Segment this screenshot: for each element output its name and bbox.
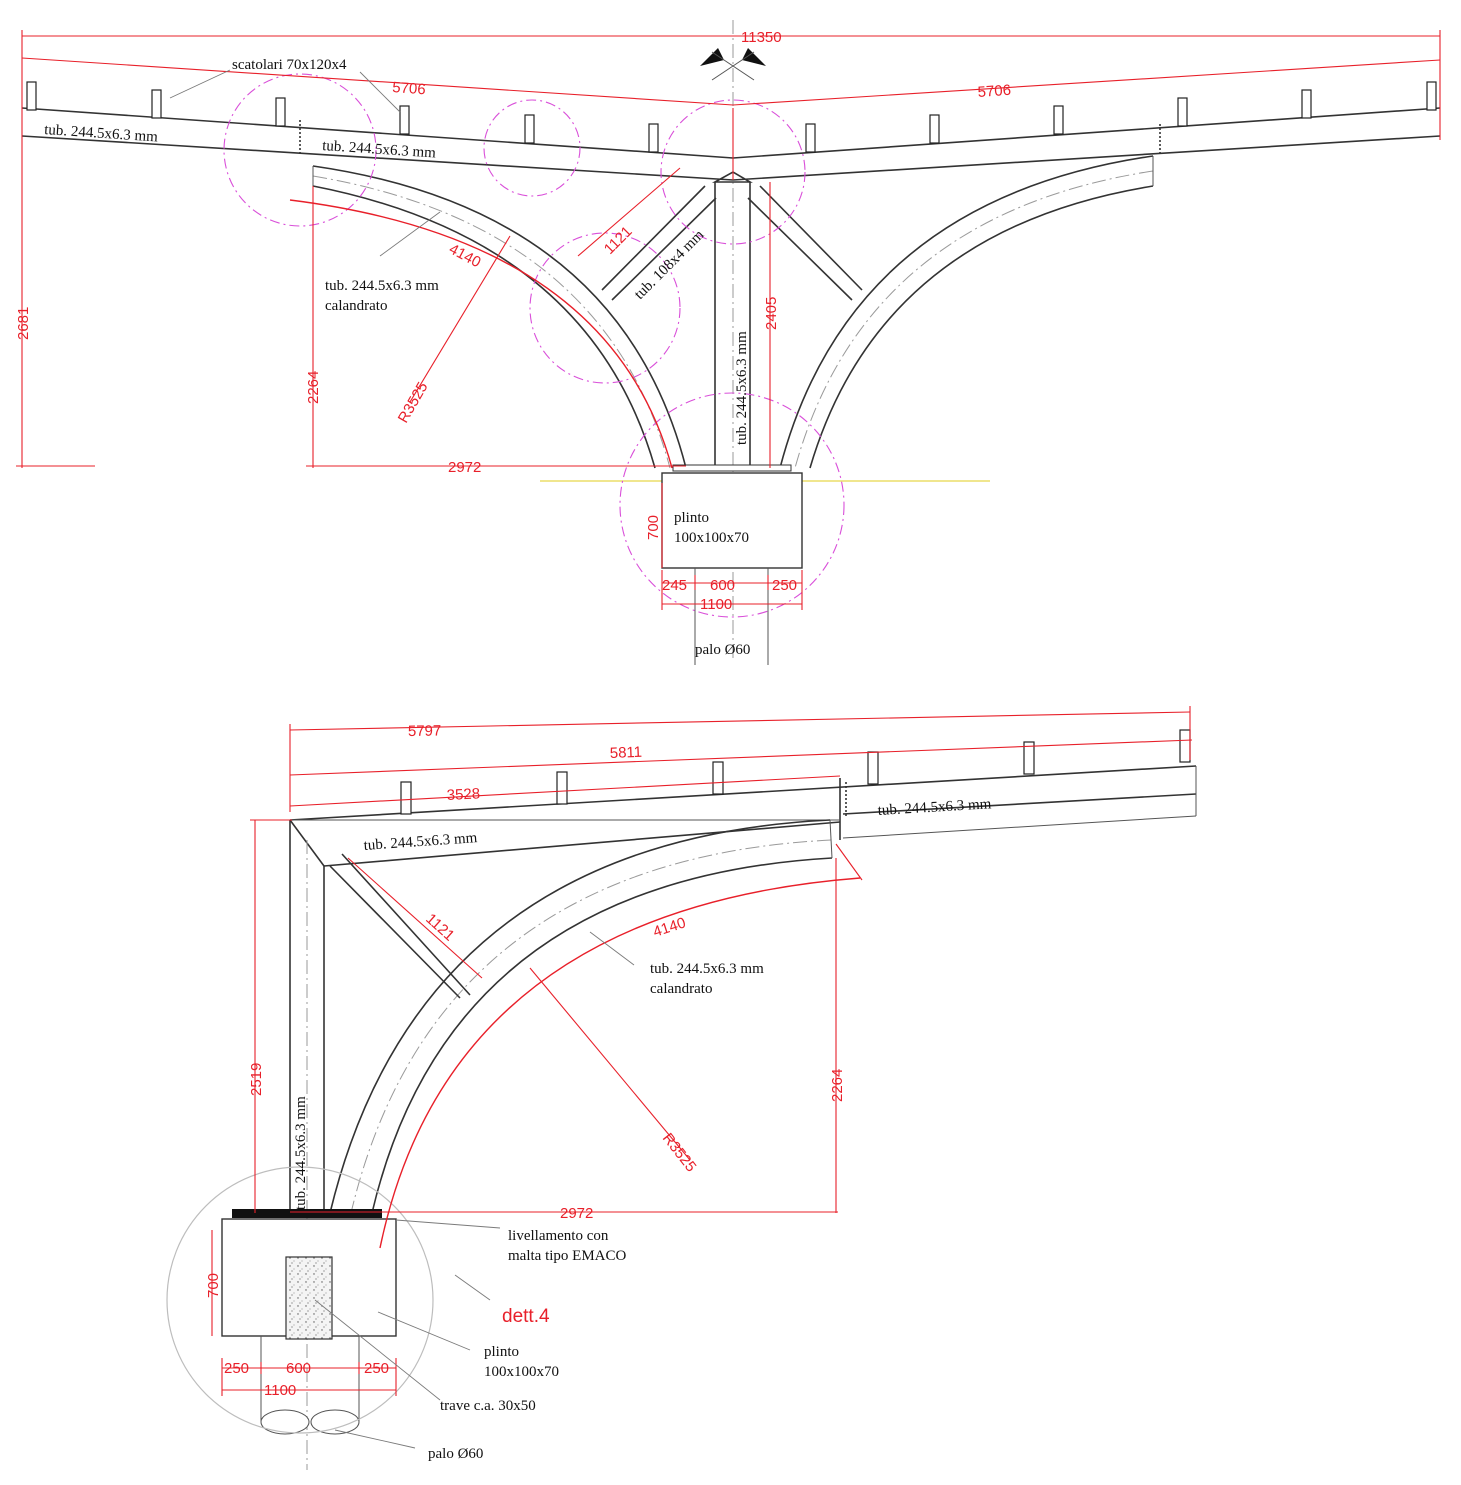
leaders-top bbox=[169, 69, 441, 257]
label-tub-calandrato-b1: tub. 244.5x6.3 mm bbox=[650, 961, 764, 977]
dims-top bbox=[16, 30, 1441, 610]
dim-arc-length-b: 4140 bbox=[651, 914, 688, 940]
dim-brace-length-b: 1121 bbox=[422, 910, 457, 944]
label-livellamento-2: malta tipo EMACO bbox=[508, 1248, 626, 1264]
dim-radius: R3525 bbox=[395, 379, 432, 426]
detail-circles-top bbox=[223, 73, 845, 618]
leaders-bottom bbox=[314, 931, 635, 1449]
brace-bottom bbox=[329, 853, 471, 999]
label-tub-calandrato-2: calandrato bbox=[325, 298, 387, 314]
label-tub-brace: tub. 108x4 mm bbox=[632, 227, 708, 303]
dim-plinth-left-b: 250 bbox=[224, 1360, 249, 1377]
dim-overall-width: 11350 bbox=[741, 29, 782, 46]
brace-left bbox=[601, 185, 717, 301]
label-plinto-b2: 100x100x70 bbox=[484, 1364, 559, 1380]
dim-plinth-depth: 700 bbox=[645, 515, 662, 540]
arch-left bbox=[312, 165, 687, 469]
dim-beam-length: 5811 bbox=[609, 744, 642, 762]
dim-plinth-right-b: 250 bbox=[364, 1360, 389, 1377]
dim-radius-b: R3525 bbox=[659, 1130, 700, 1175]
dim-arch-span: 2972 bbox=[448, 459, 481, 476]
base-top bbox=[540, 464, 990, 665]
arch-right bbox=[779, 155, 1154, 469]
label-plinto-1: plinto bbox=[674, 510, 709, 526]
label-tub-beam: tub. 244.5x6.3 mm bbox=[363, 830, 478, 854]
label-dett: dett.4 bbox=[502, 1306, 550, 1327]
dim-segment-length: 3528 bbox=[446, 785, 480, 804]
dim-plinth-mid-b: 600 bbox=[286, 1360, 311, 1377]
dim-column-height: 2405 bbox=[763, 297, 780, 330]
roof-beam-bottom bbox=[289, 765, 1197, 867]
brace-right bbox=[747, 185, 863, 301]
dim-total-height: 2681 bbox=[15, 307, 32, 340]
dim-arch-height: 2264 bbox=[305, 371, 322, 404]
arch-bottom bbox=[329, 819, 833, 1214]
label-tub-left: tub. 244.5x6.3 mm bbox=[44, 122, 159, 146]
dim-plinth-depth-b: 700 bbox=[205, 1273, 222, 1298]
dim-half-left: 5706 bbox=[392, 79, 426, 98]
dim-top-length: 5797 bbox=[408, 722, 442, 740]
label-livellamento-1: livellamento con bbox=[508, 1228, 609, 1244]
label-scatolari: scatolari 70x120x4 bbox=[232, 57, 347, 73]
dim-plinth-left: 245 bbox=[662, 577, 687, 594]
dim-half-right: 5706 bbox=[977, 82, 1011, 101]
label-tub-column-top: tub. 244.5x6.3 mm bbox=[734, 331, 750, 445]
foundation-bottom bbox=[166, 1166, 434, 1435]
label-trave: trave c.a. 30x50 bbox=[440, 1398, 536, 1414]
label-palo-bottom: palo Ø60 bbox=[428, 1446, 483, 1462]
top-elevation: scatolari 70x120x4 tub. 244.5x6.3 mm tub… bbox=[15, 20, 1441, 665]
dim-plinth-right: 250 bbox=[772, 577, 797, 594]
purlins-bottom bbox=[400, 729, 1191, 815]
section-arrows bbox=[700, 48, 766, 81]
purlins-top bbox=[26, 81, 1437, 153]
label-tub-calandrato-b2: calandrato bbox=[650, 981, 712, 997]
bottom-elevation: tub. 244.5x6.3 mm tub. 244.5x6.3 mm tub.… bbox=[166, 706, 1197, 1470]
label-palo: palo Ø60 bbox=[695, 642, 750, 658]
column-bottom bbox=[289, 820, 325, 1470]
label-plinto-2: 100x100x70 bbox=[674, 530, 749, 546]
label-tub-calandrato-1: tub. 244.5x6.3 mm bbox=[325, 278, 439, 294]
dim-plinth-width: 1100 bbox=[700, 596, 732, 613]
label-tub-center: tub. 244.5x6.3 mm bbox=[322, 138, 437, 162]
dim-column-height-b: 2519 bbox=[248, 1063, 265, 1096]
dim-arch-span-b: 2972 bbox=[560, 1205, 593, 1222]
label-plinto-b1: plinto bbox=[484, 1344, 519, 1360]
label-tub-column-bottom: tub. 244.5x6.3 mm bbox=[293, 1096, 309, 1210]
dim-plinth-width-b: 1100 bbox=[264, 1382, 296, 1399]
dim-brace-length: 1121 bbox=[601, 223, 636, 258]
dim-plinth-mid: 600 bbox=[710, 577, 735, 594]
dim-arch-height-b: 2264 bbox=[829, 1069, 846, 1102]
dims-bottom bbox=[211, 706, 1193, 1396]
label-tub-beam-right: tub. 244.5x6.3 mm bbox=[877, 796, 992, 819]
dim-arc-length: 4140 bbox=[446, 241, 483, 272]
